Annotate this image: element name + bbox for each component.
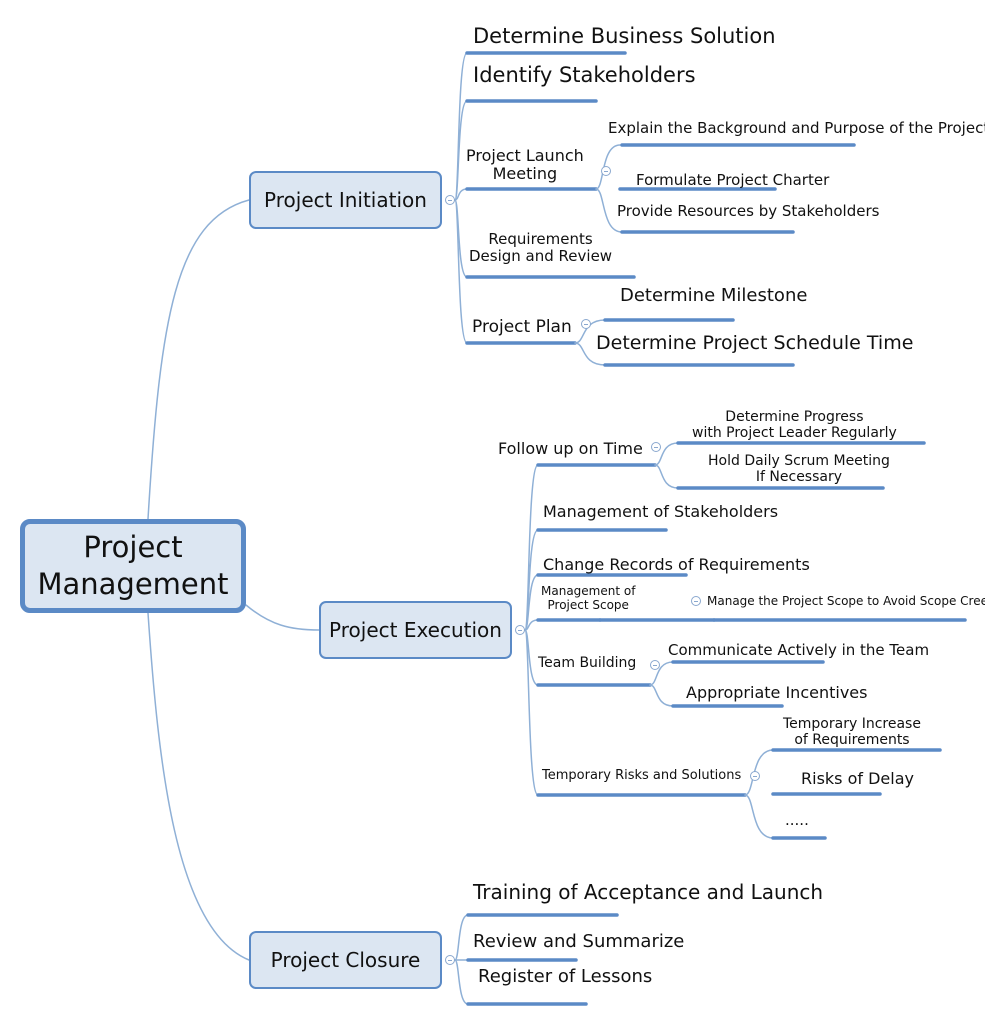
connector-initiation-child <box>454 199 468 344</box>
connector-line <box>649 661 674 686</box>
connector-initiation-child <box>454 100 468 201</box>
branch-label: Project Closure <box>270 948 421 972</box>
subtopic-label[interactable]: Review and Summarize <box>473 931 685 952</box>
collapse-toggle-icon[interactable] <box>445 955 455 965</box>
collapse-toggle-icon[interactable] <box>691 596 701 606</box>
leaf-label[interactable]: Temporary Increase of Requirements <box>783 716 921 749</box>
subtopic-label[interactable]: Project Launch Meeting <box>466 146 584 184</box>
branch-node-project-initiation[interactable]: Project Initiation <box>249 171 442 229</box>
root-label: Project Management <box>37 530 229 601</box>
subtopic-label[interactable]: Determine Business Solution <box>473 24 776 48</box>
branch-node-project-execution[interactable]: Project Execution <box>319 601 512 659</box>
subtopic-label[interactable]: Requirements Design and Review <box>469 230 613 266</box>
collapse-toggle-icon[interactable] <box>650 660 660 670</box>
subtopic-label[interactable]: Project Plan <box>472 317 572 337</box>
connector-closure-child <box>454 914 469 961</box>
connector-root-execution <box>245 604 320 631</box>
subtopic-label[interactable]: Training of Acceptance and Launch <box>473 880 824 904</box>
leaf-label[interactable]: Communicate Actively in the Team <box>668 641 930 659</box>
connector-initiation-child <box>454 188 468 201</box>
subtopic-label[interactable]: Identify Stakeholders <box>473 63 696 87</box>
subtopic-label[interactable]: Temporary Risks and Solutions <box>542 768 742 783</box>
collapse-toggle-icon[interactable] <box>515 625 525 635</box>
connector-line <box>744 794 774 839</box>
collapse-toggle-icon[interactable] <box>445 195 455 205</box>
collapse-toggle-icon[interactable] <box>651 442 661 452</box>
connector-root-initiation <box>147 199 250 520</box>
connector-line <box>574 319 606 344</box>
subtopic-label[interactable]: Management of Project Scope <box>541 584 636 612</box>
leaf-label[interactable]: Determine Milestone <box>620 285 808 306</box>
branch-node-project-closure[interactable]: Project Closure <box>249 931 442 989</box>
connector-line <box>574 342 606 366</box>
leaf-label[interactable]: Determine Progress with Project Leader R… <box>692 409 897 442</box>
connector-execution-child <box>524 574 539 631</box>
connector-line <box>654 464 679 489</box>
leaf-label[interactable]: Determine Project Schedule Time <box>596 332 914 354</box>
connector-line <box>595 188 623 233</box>
root-node[interactable]: Project Management <box>20 519 246 613</box>
subtopic-label[interactable]: Management of Stakeholders <box>543 502 779 521</box>
leaf-label[interactable]: Manage the Project Scope to Avoid Scope … <box>707 594 985 608</box>
collapse-toggle-icon[interactable] <box>601 166 611 176</box>
leaf-label[interactable]: Appropriate Incentives <box>686 683 868 702</box>
leaf-label[interactable]: Formulate Project Charter <box>636 171 830 189</box>
leaf-label[interactable]: Hold Daily Scrum Meeting If Necessary <box>708 453 890 486</box>
collapse-toggle-icon[interactable] <box>581 319 591 329</box>
branch-label: Project Initiation <box>264 188 427 212</box>
connector-execution-child <box>524 619 539 631</box>
connector-line <box>654 442 679 466</box>
subtopic-label[interactable]: Register of Lessons <box>478 966 653 987</box>
branch-label: Project Execution <box>329 618 502 642</box>
connector-execution-child <box>524 629 539 796</box>
connector-line <box>649 684 674 707</box>
connector-closure-child <box>454 959 469 1005</box>
leaf-label[interactable]: Explain the Background and Purpose of th… <box>608 119 985 137</box>
leaf-label[interactable]: Risks of Delay <box>801 769 914 788</box>
subtopic-label[interactable]: Change Records of Requirements <box>543 555 810 574</box>
connector-execution-child <box>524 529 539 631</box>
subtopic-label[interactable]: Team Building <box>538 655 637 671</box>
connector-root-closure <box>147 612 250 961</box>
subtopic-label[interactable]: Follow up on Time <box>498 439 643 458</box>
collapse-toggle-icon[interactable] <box>750 771 760 781</box>
leaf-label[interactable]: Provide Resources by Stakeholders <box>617 202 880 220</box>
leaf-label[interactable]: ..... <box>785 811 809 829</box>
